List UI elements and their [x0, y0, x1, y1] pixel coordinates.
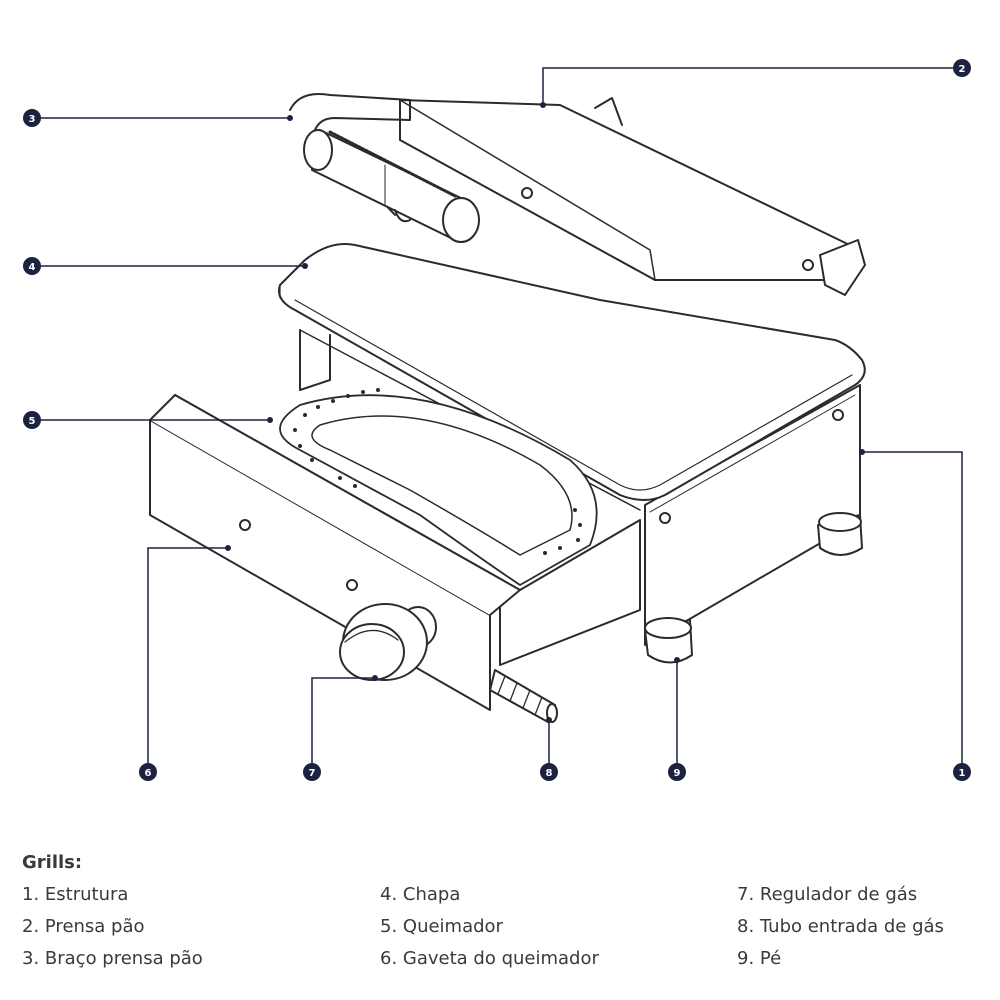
callout-9: 9 — [668, 763, 686, 781]
griddle-plate — [278, 243, 866, 501]
legend-title: Grills: — [22, 852, 83, 873]
bread-press-lid — [399, 99, 861, 281]
legend-item: 9. Pé — [737, 948, 782, 969]
callout-3: 3 — [23, 109, 41, 127]
legend-item: 4. Chapa — [380, 884, 461, 905]
svg-text:6: 6 — [145, 768, 152, 779]
legend-column-2: 4. Chapa 5. Queimador 6. Gaveta do queim… — [380, 882, 599, 978]
legend-item: 6. Gaveta do queimador — [380, 948, 599, 969]
press-arm — [289, 93, 411, 216]
legend-column-3: 7. Regulador de gás 8. Tubo entrada de g… — [737, 882, 944, 978]
callout-7: 7 — [303, 763, 321, 781]
leader-7 — [311, 677, 375, 772]
foot-back — [817, 512, 863, 556]
burner-holes — [293, 388, 582, 555]
svg-text:7: 7 — [309, 768, 316, 779]
legend-item: 2. Prensa pão — [22, 916, 145, 937]
drawer-screw-1 — [239, 519, 251, 531]
callout-5: 5 — [23, 411, 41, 429]
leader-anchors — [225, 102, 865, 723]
legend-item: 5. Queimador — [380, 916, 503, 937]
foot-front — [644, 617, 693, 664]
callout-2: 2 — [953, 59, 971, 77]
legend-item: 8. Tubo entrada de gás — [737, 916, 944, 937]
svg-text:5: 5 — [29, 416, 36, 427]
svg-text:4: 4 — [29, 262, 36, 273]
grill-illustration — [149, 93, 866, 723]
legend-item: 7. Regulador de gás — [737, 884, 918, 905]
structure-frame — [299, 329, 331, 391]
svg-text:3: 3 — [29, 114, 36, 125]
drawer-screw-2 — [346, 579, 358, 591]
callout-8: 8 — [540, 763, 558, 781]
legend-item: 1. Estrutura — [22, 884, 129, 905]
callout-6: 6 — [139, 763, 157, 781]
callout-4: 4 — [23, 257, 41, 275]
leader-6 — [147, 547, 228, 772]
burner-ring — [279, 394, 598, 586]
leader-2 — [542, 67, 962, 105]
gas-inlet-tube — [489, 669, 558, 723]
svg-text:2: 2 — [959, 64, 966, 75]
legend-item: 3. Braço prensa pão — [22, 948, 203, 969]
gas-regulator-knob — [339, 603, 437, 681]
callout-1: 1 — [953, 763, 971, 781]
press-handle — [303, 129, 480, 243]
callout-markers: 1 2 3 4 5 6 7 8 9 — [23, 59, 971, 781]
svg-text:8: 8 — [546, 768, 553, 779]
svg-text:9: 9 — [674, 768, 681, 779]
svg-text:1: 1 — [959, 768, 966, 779]
legend-column-1: 1. Estrutura 2. Prensa pão 3. Braço pren… — [22, 882, 203, 978]
leader-1 — [862, 451, 963, 772]
